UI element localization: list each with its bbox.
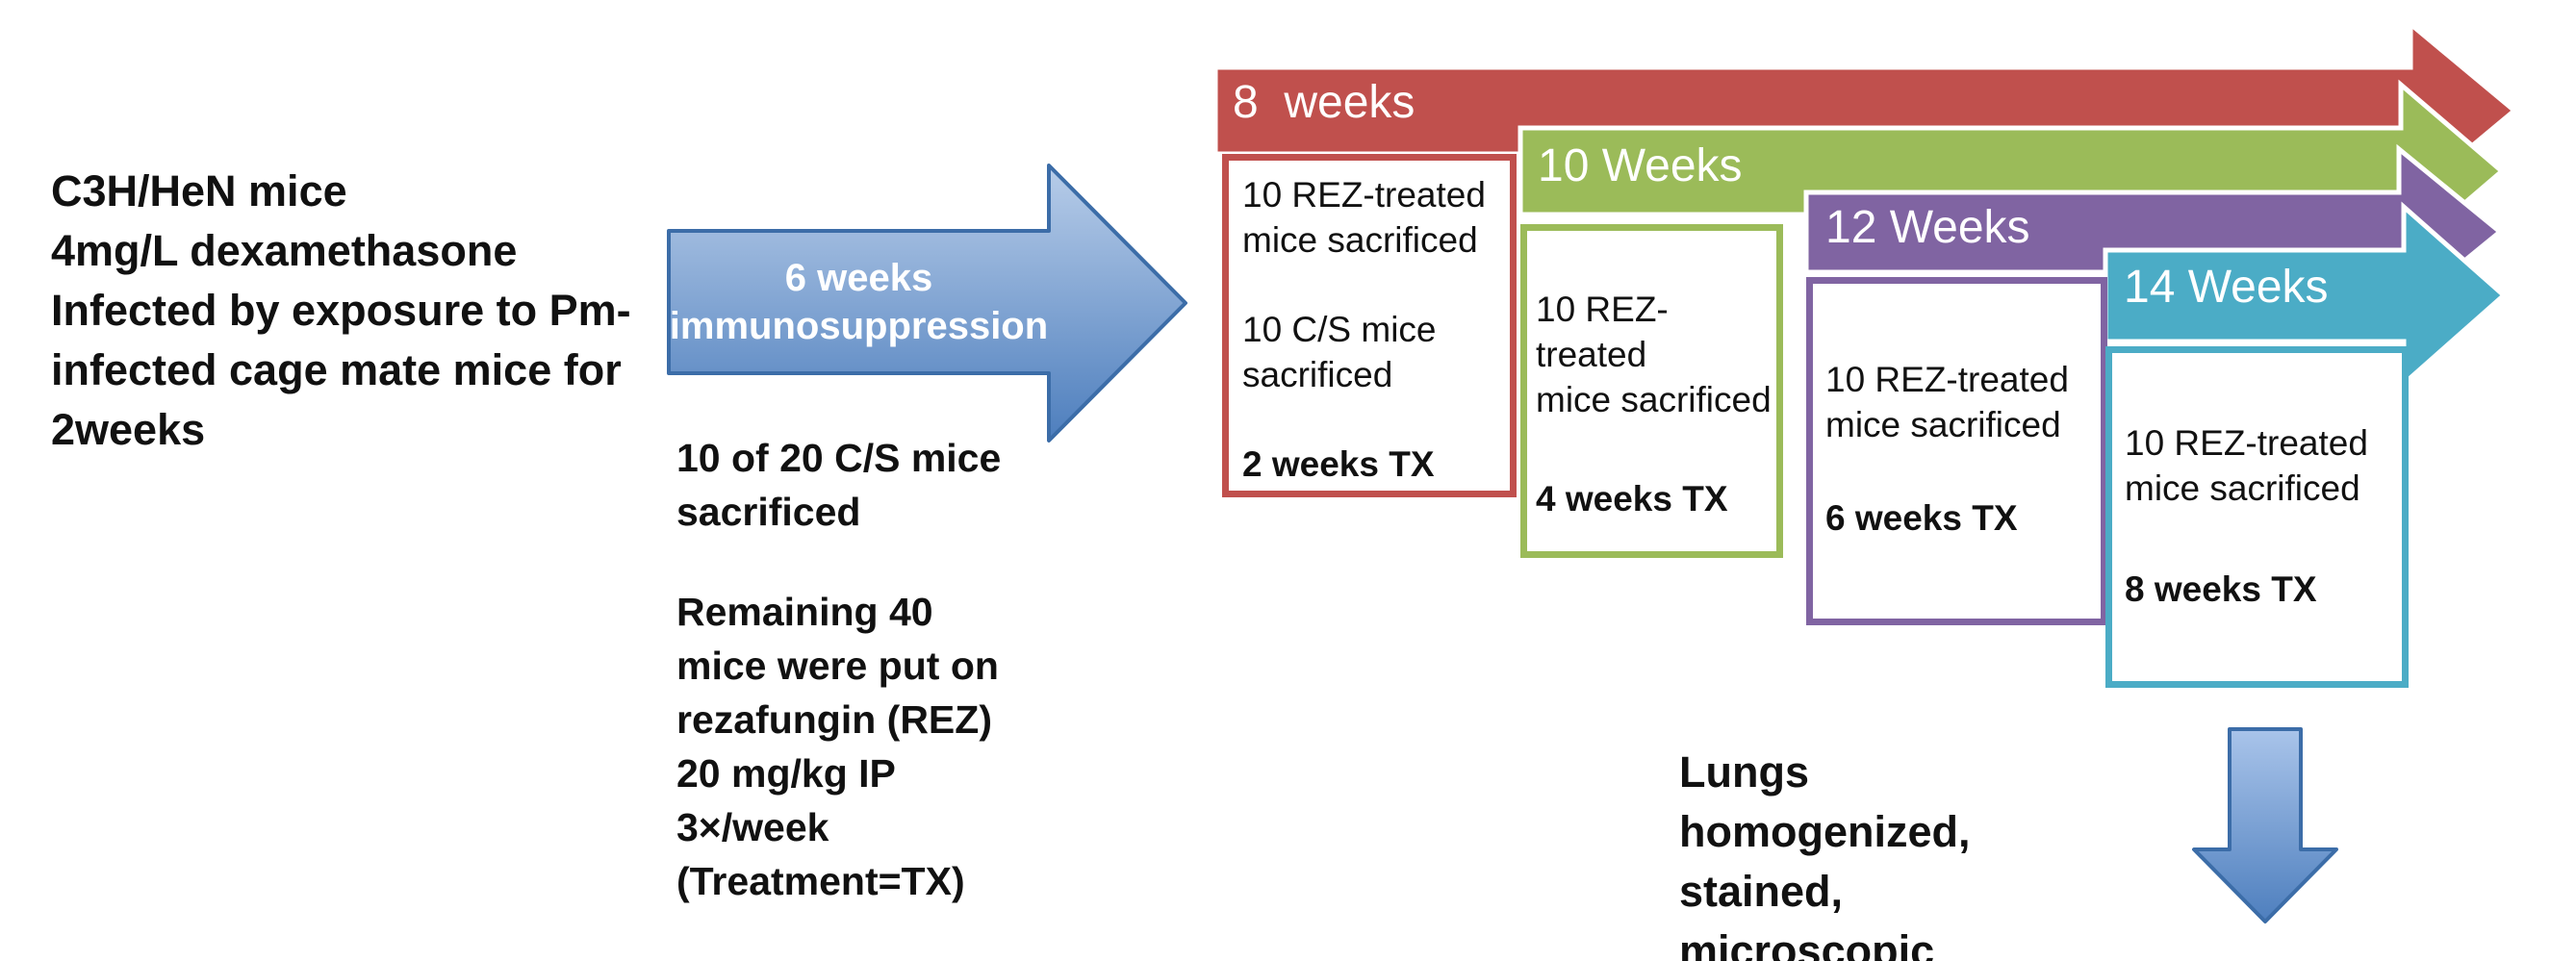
box-14-item-1: 10 REZ-treated mice sacrificed — [2125, 423, 2368, 508]
box-10-tx-label: 4 weeks TX — [1536, 479, 1728, 518]
box-8-tx-label: 2 weeks TX — [1242, 444, 1435, 484]
timepoint-box-8-weeks: 10 REZ-treated mice sacrificed 10 C/S mi… — [1222, 154, 1517, 497]
box-12-tx-label: 6 weeks TX — [1825, 498, 2018, 538]
box-8-item-2: 10 C/S mice sacrificed — [1242, 310, 1437, 394]
rezafungin-treatment-note: Remaining 40 mice were put on rezafungin… — [676, 590, 999, 903]
box-10-item-1: 10 REZ-treated mice sacrificed — [1536, 290, 1772, 419]
box-14-tx-label: 8 weeks TX — [2125, 569, 2317, 609]
banner-label-10-weeks: 10 Weeks — [1538, 140, 1743, 191]
timepoint-box-10-weeks: 10 REZ-treated mice sacrificed 4 weeks T… — [1520, 224, 1783, 558]
immunosuppression-arrow-label: 6 weeks immunosuppression — [669, 257, 1049, 347]
cs-sacrifice-note: 10 of 20 C/S mice sacrificed — [676, 436, 1002, 534]
banner-label-8-weeks: 8 weeks — [1233, 77, 1416, 128]
box-8-item-1: 10 REZ-treated mice sacrificed — [1242, 175, 1486, 260]
banner-label-14-weeks: 14 Weeks — [2124, 262, 2329, 313]
study-setup-text: C3H/HeN mice 4mg/L dexamethasone Infecte… — [51, 166, 631, 454]
down-arrow-outcome — [2192, 727, 2338, 923]
right-arrow-immunosuppression — [667, 164, 1187, 443]
box-12-item-1: 10 REZ-treated mice sacrificed — [1825, 360, 2069, 444]
banner-label-12-weeks: 12 Weeks — [1825, 202, 2030, 253]
banner-arrow-14-weeks — [2103, 201, 2508, 390]
outcome-note: Lungs homogenized, stained, microscopic … — [1679, 747, 1971, 961]
timepoint-box-12-weeks: 10 REZ-treated mice sacrificed 6 weeks T… — [1806, 277, 2107, 625]
timepoint-box-14-weeks: 10 REZ-treated mice sacrificed 8 weeks T… — [2105, 346, 2409, 688]
